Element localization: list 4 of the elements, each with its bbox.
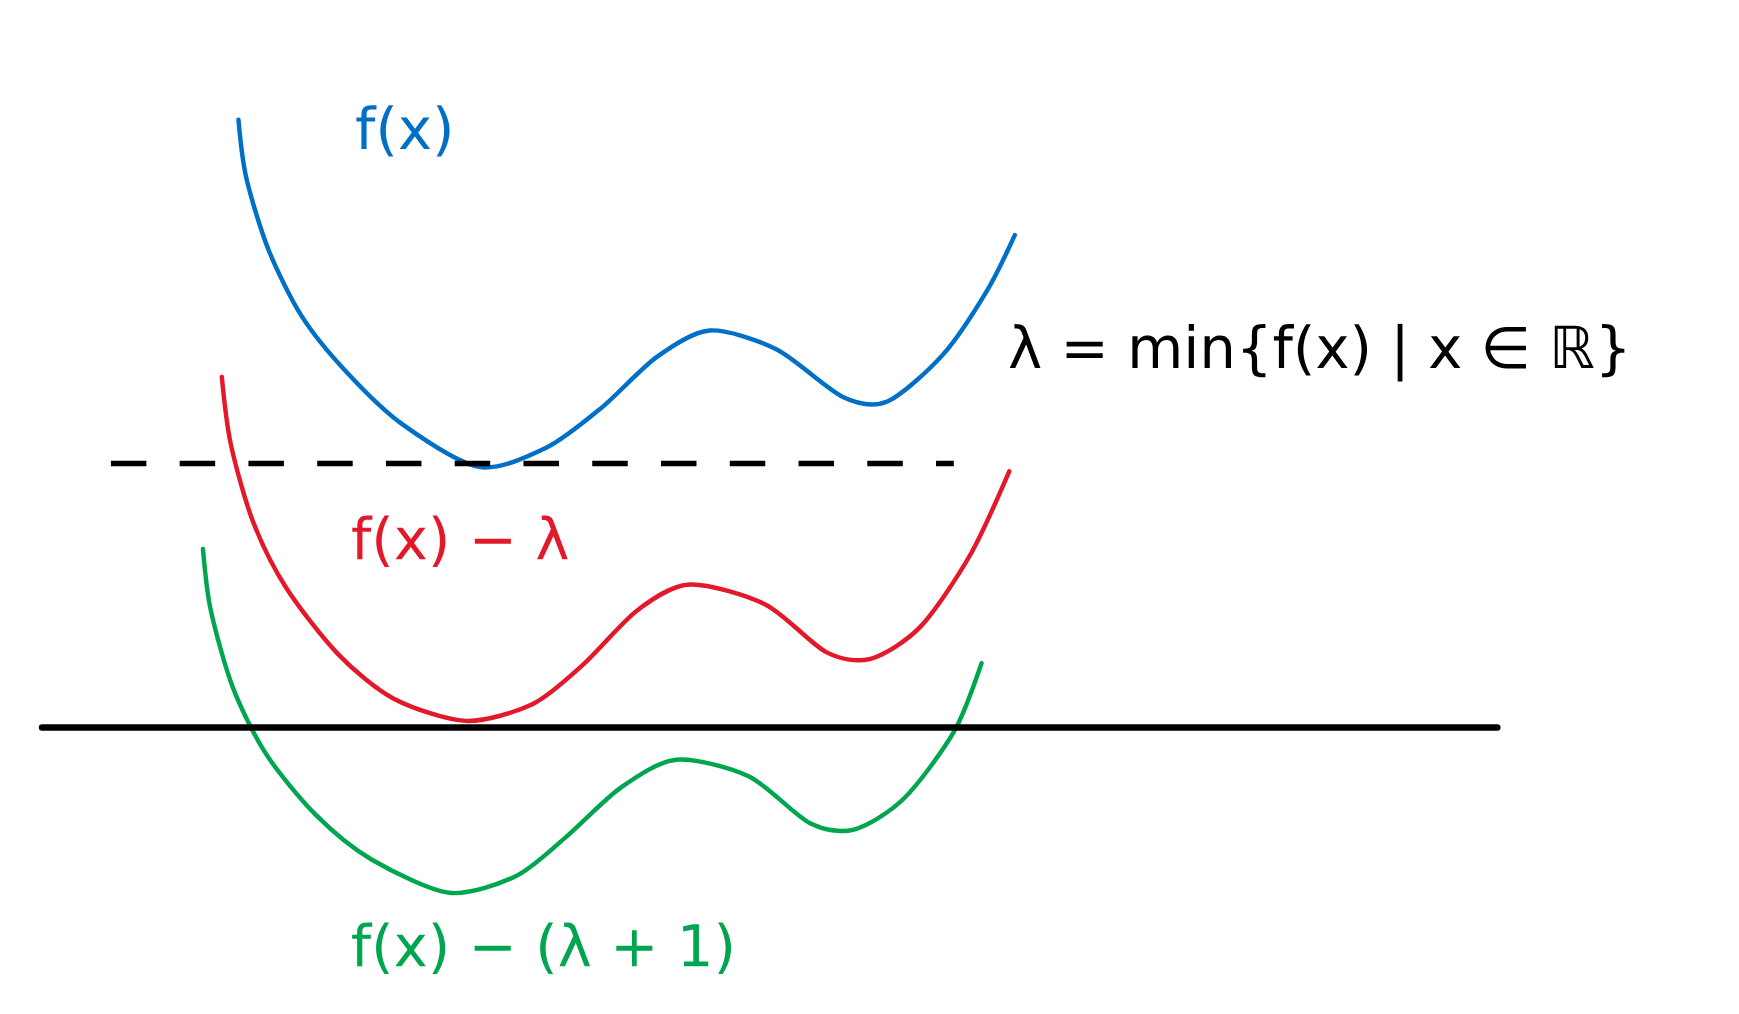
function-label: f(x): [356, 105, 450, 157]
function-label: f(x) − λ: [352, 515, 568, 568]
formula-label: λ = min{f(x) | x ∈ ℝ}: [1009, 324, 1625, 382]
function-label: f(x) − (λ + 1): [352, 922, 732, 975]
